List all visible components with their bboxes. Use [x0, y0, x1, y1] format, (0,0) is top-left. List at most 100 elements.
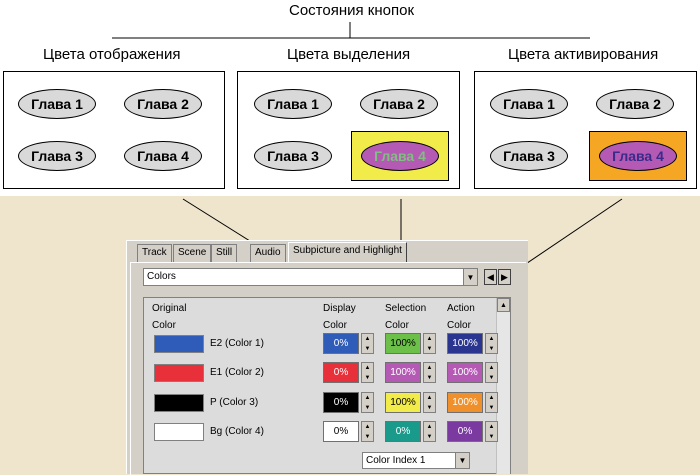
selection-spinner[interactable]: ▲▼ [423, 392, 436, 413]
header-display-sub: Color [323, 320, 347, 331]
action-color-field[interactable]: 100% [447, 333, 483, 354]
tab-scene[interactable]: Scene [173, 244, 212, 262]
action-color-field[interactable]: 100% [447, 362, 483, 383]
tab-still[interactable]: Still [211, 244, 238, 262]
action-colors-panel: Глава 1 Глава 2 Глава 3 Глава 4 [474, 71, 697, 189]
spin-up-icon[interactable]: ▲ [364, 365, 371, 371]
chevron-down-icon[interactable]: ▼ [455, 453, 469, 468]
chapter-button-activated: Глава 4 [599, 141, 677, 171]
header-action: Action [447, 303, 475, 314]
original-color-swatch [154, 335, 204, 353]
action-color-field[interactable]: 100% [447, 392, 483, 413]
display-color-field[interactable]: 0% [323, 333, 359, 354]
action-spinner[interactable]: ▲▼ [485, 362, 498, 383]
diagram-title: Состояния кнопок [289, 2, 415, 19]
spin-down-icon[interactable]: ▼ [488, 434, 495, 440]
spin-up-icon[interactable]: ▲ [426, 395, 433, 401]
next-arrow-button[interactable]: ▶ [498, 269, 511, 285]
spin-down-icon[interactable]: ▼ [364, 434, 371, 440]
color-row-label: Bg (Color 4) [210, 426, 264, 437]
spin-up-icon[interactable]: ▲ [364, 395, 371, 401]
chapter-button: Глава 4 [124, 141, 202, 171]
chapter-button: Глава 3 [254, 141, 332, 171]
spin-down-icon[interactable]: ▼ [364, 346, 371, 352]
spin-up-icon[interactable]: ▲ [426, 336, 433, 342]
display-spinner[interactable]: ▲▼ [361, 392, 374, 413]
vertical-scrollbar[interactable]: ▲ [496, 298, 510, 474]
selection-spinner[interactable]: ▲▼ [423, 421, 436, 442]
group-label-action: Цвета активирования [508, 46, 659, 63]
display-color-field[interactable]: 0% [323, 392, 359, 413]
group-label-selection: Цвета выделения [287, 46, 411, 63]
display-spinner[interactable]: ▲▼ [361, 421, 374, 442]
header-action-sub: Color [447, 320, 471, 331]
spin-down-icon[interactable]: ▼ [426, 405, 433, 411]
selection-color-field[interactable]: 0% [385, 421, 421, 442]
mode-dropdown[interactable]: Colors ▼ [143, 268, 478, 286]
chevron-down-icon[interactable]: ▼ [463, 269, 477, 285]
header-selection: Selection [385, 303, 427, 314]
tab-subpicture-highlight[interactable]: Subpicture and Highlight [288, 242, 407, 263]
spin-down-icon[interactable]: ▼ [364, 405, 371, 411]
color-row-label: P (Color 3) [210, 397, 259, 408]
tab-track[interactable]: Track [137, 244, 172, 262]
tab-audio[interactable]: Audio [250, 244, 286, 262]
action-color-field[interactable]: 0% [447, 421, 483, 442]
action-spinner[interactable]: ▲▼ [485, 392, 498, 413]
display-color-field[interactable]: 0% [323, 362, 359, 383]
color-index-dropdown[interactable]: Color Index 1 ▼ [362, 452, 470, 469]
selection-color-field[interactable]: 100% [385, 333, 421, 354]
original-color-swatch [154, 394, 204, 412]
spin-up-icon[interactable]: ▲ [488, 336, 495, 342]
spin-down-icon[interactable]: ▼ [364, 375, 371, 381]
spin-up-icon[interactable]: ▲ [488, 365, 495, 371]
chapter-button: Глава 2 [124, 89, 202, 119]
spin-up-icon[interactable]: ▲ [426, 365, 433, 371]
header-selection-sub: Color [385, 320, 409, 331]
selection-color-field[interactable]: 100% [385, 362, 421, 383]
spin-up-icon[interactable]: ▲ [426, 424, 433, 430]
display-spinner[interactable]: ▲▼ [361, 333, 374, 354]
spin-up-icon[interactable]: ▲ [488, 395, 495, 401]
chapter-button: Глава 1 [254, 89, 332, 119]
spin-down-icon[interactable]: ▼ [426, 434, 433, 440]
chapter-button-selected: Глава 4 [361, 141, 439, 171]
header-original-sub: Color [152, 320, 176, 331]
display-colors-panel: Глава 1 Глава 2 Глава 3 Глава 4 [3, 71, 225, 189]
spin-down-icon[interactable]: ▼ [488, 405, 495, 411]
selection-spinner[interactable]: ▲▼ [423, 333, 436, 354]
selection-color-field[interactable]: 100% [385, 392, 421, 413]
action-spinner[interactable]: ▲▼ [485, 333, 498, 354]
chapter-button: Глава 2 [360, 89, 438, 119]
header-display: Display [323, 303, 356, 314]
prev-arrow-button[interactable]: ◀ [484, 269, 497, 285]
original-color-swatch [154, 364, 204, 382]
color-grid-panel [143, 297, 511, 474]
chapter-button: Глава 2 [596, 89, 674, 119]
color-row-label: E2 (Color 1) [210, 338, 264, 349]
tab-content [130, 262, 526, 475]
selection-spinner[interactable]: ▲▼ [423, 362, 436, 383]
original-color-swatch [154, 423, 204, 441]
chapter-button: Глава 1 [490, 89, 568, 119]
header-original: Original [152, 303, 187, 314]
action-spinner[interactable]: ▲▼ [485, 421, 498, 442]
mode-dropdown-value: Colors [147, 271, 176, 282]
spin-down-icon[interactable]: ▼ [488, 375, 495, 381]
group-label-display: Цвета отображения [43, 46, 181, 63]
scroll-up-icon[interactable]: ▲ [497, 298, 510, 312]
chapter-button: Глава 1 [18, 89, 96, 119]
spin-up-icon[interactable]: ▲ [364, 424, 371, 430]
spin-down-icon[interactable]: ▼ [488, 346, 495, 352]
spin-up-icon[interactable]: ▲ [364, 336, 371, 342]
selection-colors-panel: Глава 1 Глава 2 Глава 3 Глава 4 [237, 71, 460, 189]
chapter-button: Глава 3 [18, 141, 96, 171]
chapter-button: Глава 3 [490, 141, 568, 171]
color-index-value: Color Index 1 [366, 455, 426, 466]
display-color-field[interactable]: 0% [323, 421, 359, 442]
color-row-label: E1 (Color 2) [210, 367, 264, 378]
spin-down-icon[interactable]: ▼ [426, 375, 433, 381]
spin-down-icon[interactable]: ▼ [426, 346, 433, 352]
spin-up-icon[interactable]: ▲ [488, 424, 495, 430]
display-spinner[interactable]: ▲▼ [361, 362, 374, 383]
